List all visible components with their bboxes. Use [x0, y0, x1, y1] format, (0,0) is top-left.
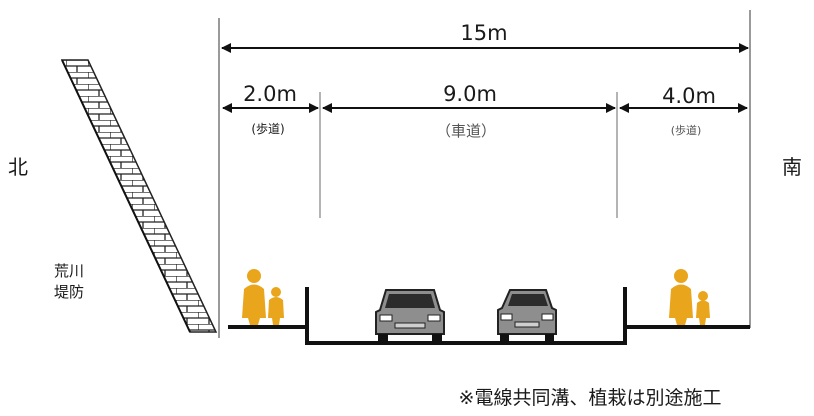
total-width-label: 15m: [460, 21, 507, 45]
south-sidewalk-width-label: 4.0m: [662, 84, 716, 108]
pedestrian-south-icon: [669, 269, 710, 325]
roadway-label: （車道）: [436, 122, 496, 140]
car-right-icon: [497, 289, 557, 341]
pedestrian-north-icon: [242, 269, 284, 325]
dimension-arrows: [221, 43, 749, 113]
levee-label-line1: 荒川: [54, 262, 84, 280]
levee-embankment: [60, 59, 218, 333]
levee-brick-wall: [60, 59, 218, 333]
roadway-width-label: 9.0m: [443, 82, 497, 106]
north-label: 北: [8, 155, 28, 179]
road-profile: [228, 287, 750, 345]
footnote: ※電線共同溝、植栽は別途施工: [459, 387, 722, 409]
north-sidewalk-width-label: 2.0m: [243, 82, 297, 106]
south-sidewalk-label: (歩道): [671, 123, 702, 137]
car-left-icon: [375, 289, 445, 341]
levee-label-line2: 堤防: [54, 283, 84, 301]
south-label: 南: [782, 155, 802, 179]
north-sidewalk-label: (歩道): [251, 121, 284, 136]
guide-lines: [218, 10, 751, 338]
